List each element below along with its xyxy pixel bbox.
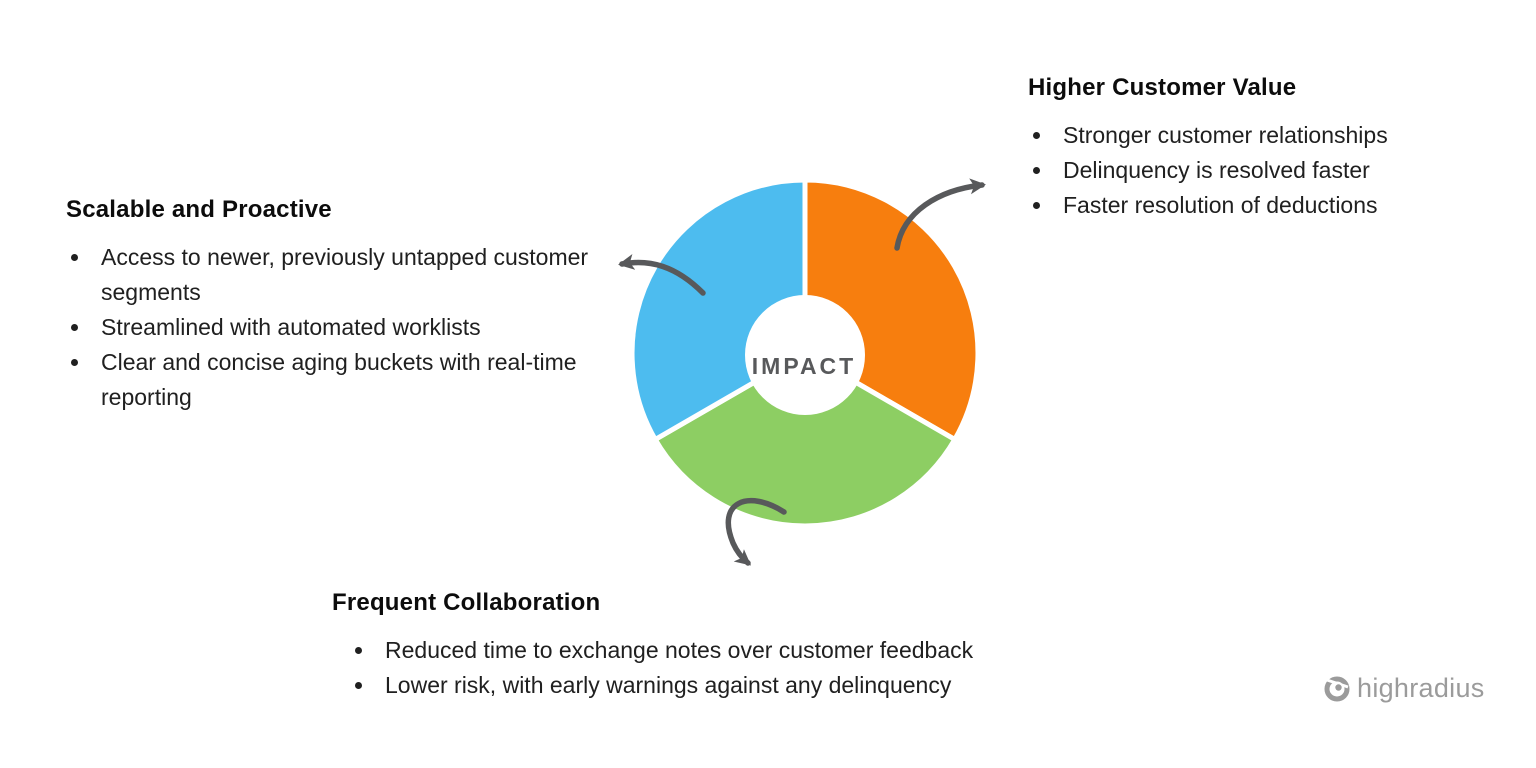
list-item: Faster resolution of deductions [1054,188,1508,223]
bullet-list: Access to newer, previously untapped cus… [66,240,606,415]
bullet-list: Stronger customer relationships Delinque… [1028,118,1508,223]
list-item: Reduced time to exchange notes over cust… [376,633,1172,668]
logo-text: highradius [1357,673,1485,703]
logo-ring [1324,676,1350,701]
bullet-list: Reduced time to exchange notes over cust… [350,633,1172,703]
section-title: Higher Customer Value [1028,74,1297,101]
list-item: Delinquency is resolved faster [1054,153,1508,188]
list-item: Lower risk, with early warnings against … [376,668,1172,703]
section-higher-customer-value: Higher Customer Value Stronger customer … [1028,74,1508,223]
section-frequent-collaboration: Frequent Collaboration Reduced time to e… [332,589,1172,703]
highradius-logo: highradius [1322,673,1485,704]
highradius-logo-icon [1324,676,1350,701]
list-item: Clear and concise aging buckets with rea… [92,345,606,415]
segment-frequent-collaboration [652,350,958,529]
logo-swoosh-gap [1326,678,1349,688]
section-title: Scalable and Proactive [66,196,332,223]
list-item: Stronger customer relationships [1054,118,1508,153]
donut-center-label: IMPACT [751,353,857,379]
donut-hole [745,295,865,415]
section-scalable-and-proactive: Scalable and Proactive Access to newer, … [66,196,606,415]
list-item: Access to newer, previously untapped cus… [92,240,606,310]
list-item: Streamlined with automated worklists [92,310,606,345]
logo-center-dot [1335,683,1342,691]
section-title: Frequent Collaboration [332,589,601,616]
